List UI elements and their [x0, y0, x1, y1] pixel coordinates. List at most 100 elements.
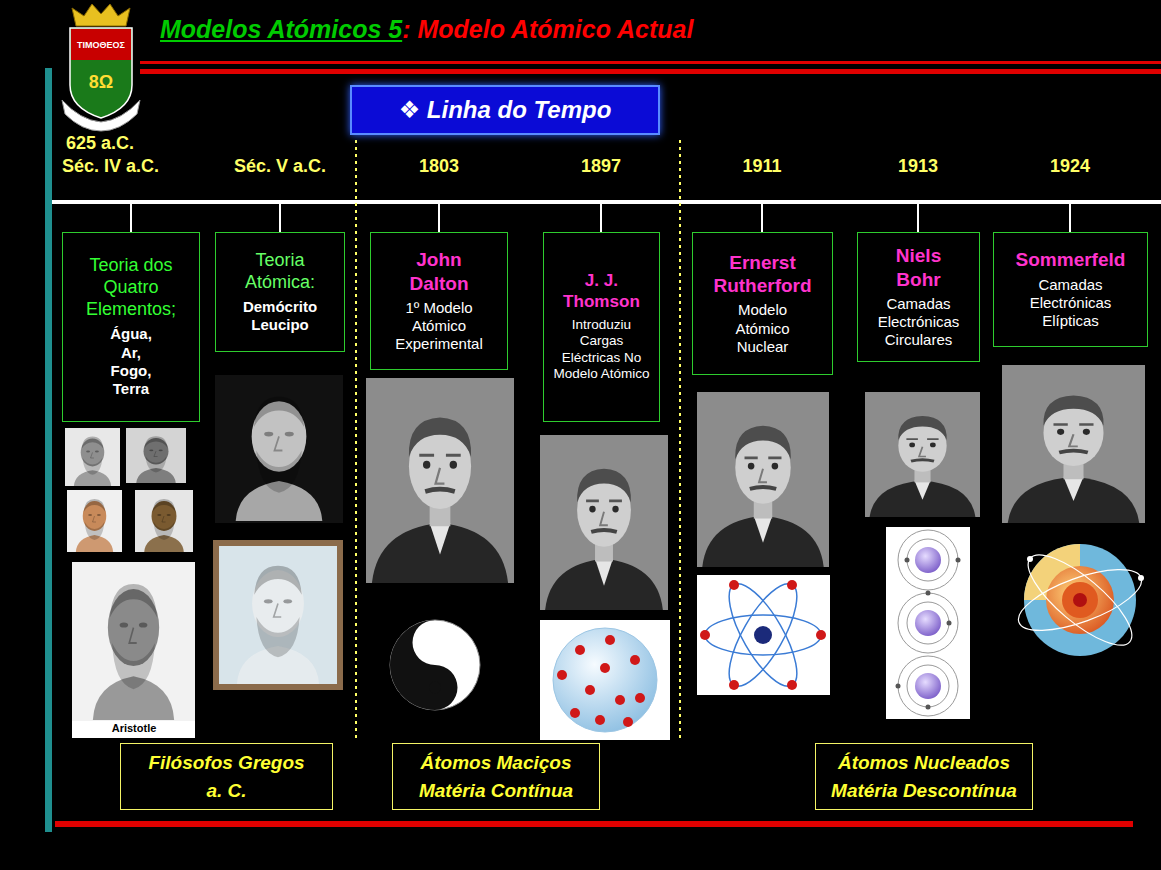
school-logo — [72, 4, 130, 26]
bohr-atom-models — [926, 705, 931, 710]
era-divider — [355, 140, 357, 742]
scientist-box: John Dalton1º Modelo Atómico Experimenta… — [370, 232, 508, 370]
slide-subtitle: : Modelo Atómico Actual — [402, 14, 693, 44]
box-heading: Átomos Nucleados — [838, 751, 1010, 774]
box-body: Matéria Descontínua — [831, 779, 1017, 802]
greek-busts — [67, 490, 122, 552]
sommerfeld-atom-model — [1062, 582, 1098, 618]
box-heading: Niels Bohr — [884, 244, 954, 290]
yin-yang-symbol — [390, 620, 480, 710]
era-divider — [356, 140, 680, 742]
plum-pudding-model — [615, 695, 625, 705]
bohr-atom-models — [907, 539, 949, 581]
atomist-busts — [236, 396, 323, 521]
sommerfeld-atom-model — [1011, 535, 1148, 665]
scientist-box: Ernerst RutherfordModelo Atómico Nuclear — [692, 232, 833, 375]
timeline-axis — [761, 204, 763, 232]
sommerfeld-atom-model — [1011, 557, 1148, 643]
plum-pudding-model — [595, 715, 605, 725]
bohr-atom-models — [947, 621, 952, 626]
yin-yang-symbol — [429, 637, 441, 649]
timeline-axis — [600, 204, 602, 232]
sommerfeld-atom-model — [1027, 556, 1033, 562]
box-heading: John Dalton — [399, 248, 479, 294]
era-divider — [679, 140, 681, 742]
box-body: a. C. — [206, 779, 246, 802]
slide-title: Modelos Atómicos 5 — [160, 14, 402, 44]
plum-pudding-model — [605, 635, 615, 645]
plum-pudding-model — [557, 670, 567, 680]
slide-frame — [55, 821, 1133, 827]
sommerfeld-atom-model — [1073, 593, 1087, 607]
yin-yang-symbol — [429, 682, 441, 694]
label-holder: 8Ω — [89, 72, 113, 94]
school-logo — [70, 28, 132, 118]
bohr-atom-models — [915, 673, 941, 699]
era-box: Teoria Atómica: Demócrito Leucipo — [215, 232, 345, 352]
box-heading: Filósofos Gregos — [148, 751, 304, 774]
plum-pudding-model — [540, 620, 670, 740]
timeline-date: Séc. IV a.C. — [62, 156, 159, 178]
nuclear-atom-model — [816, 630, 826, 640]
timeline-date: 1924 — [1050, 156, 1090, 178]
school-logo — [62, 4, 140, 131]
timeline-axis — [52, 200, 1161, 232]
timeline-axis — [52, 200, 1161, 204]
label-holder: 1897 — [581, 156, 621, 178]
plum-pudding-model — [623, 717, 633, 727]
box-heading: Teoria Atómica: — [233, 250, 328, 294]
scientist-portraits — [540, 435, 668, 610]
bohr-atom-models — [907, 602, 949, 644]
bohr-atom-models — [896, 684, 901, 689]
nuclear-atom-model — [787, 580, 797, 590]
scientist-portraits — [697, 392, 829, 567]
timeline-date: 625 a.C. — [66, 133, 134, 155]
box-heading: Átomos Maciços — [421, 751, 572, 774]
logo-text: ΤΙΜΟΘΕΟΣ — [77, 40, 125, 51]
bohr-atom-models — [915, 547, 941, 573]
bohr-atom-models — [896, 656, 959, 716]
bohr-atom-models — [907, 665, 949, 707]
scientist-box: SommerfeldCamadas Electrónicas Elípticas — [993, 232, 1148, 347]
label-holder: 625 a.C. — [66, 133, 134, 155]
timeline-date: 1913 — [898, 156, 938, 178]
bohr-atom-models — [926, 591, 931, 596]
label-holder: 1911 — [742, 156, 781, 178]
bohr-atom-models — [898, 530, 958, 590]
box-body: Demócrito Leucipo — [233, 298, 328, 335]
box-body: Matéria Contínua — [419, 779, 573, 802]
sommerfeld-atom-model — [1011, 541, 1148, 658]
bohr-atom-models — [886, 527, 970, 719]
plum-pudding-model — [635, 693, 645, 703]
yin-yang-symbol — [390, 620, 458, 710]
plum-pudding-model — [540, 620, 670, 740]
era-group-box: Átomos MaciçosMatéria Contínua — [392, 743, 600, 810]
greek-busts — [136, 436, 176, 483]
box-heading: J. J. Thomson — [562, 271, 642, 313]
plum-pudding-model — [600, 663, 610, 673]
nuclear-atom-model — [705, 615, 821, 655]
timeline-heading: ❖ Linha do Tempo — [350, 85, 660, 135]
slide-frame — [140, 61, 1161, 64]
scientist-box: J. J. ThomsonIntroduziu Cargas Eléctrica… — [543, 232, 660, 422]
box-body: Camadas Electrónicas Elípticas — [1016, 276, 1126, 331]
slide-frame — [140, 69, 1161, 74]
nuclear-atom-model — [729, 680, 739, 690]
greek-busts — [65, 428, 120, 486]
timeline-axis — [438, 204, 440, 232]
nuclear-atom-model — [717, 575, 810, 695]
era-box: Teoria dos Quatro Elementos;Água, Ar, Fo… — [62, 232, 200, 422]
label-holder: 1803 — [419, 156, 459, 178]
school-logo — [71, 29, 131, 60]
timeline-axis — [917, 204, 919, 232]
box-heading: Ernerst Rutherford — [700, 251, 825, 297]
box-body: Água, Ar, Fogo, Terra — [101, 325, 161, 398]
nuclear-atom-model — [717, 575, 810, 695]
label-holder: 1913 — [898, 156, 938, 178]
timeline-axis — [130, 204, 132, 232]
bohr-atom-models — [915, 610, 941, 636]
plum-pudding-model — [553, 628, 657, 732]
nuclear-atom-model — [700, 575, 826, 695]
box-body: Modelo Atómico Nuclear — [718, 301, 808, 356]
